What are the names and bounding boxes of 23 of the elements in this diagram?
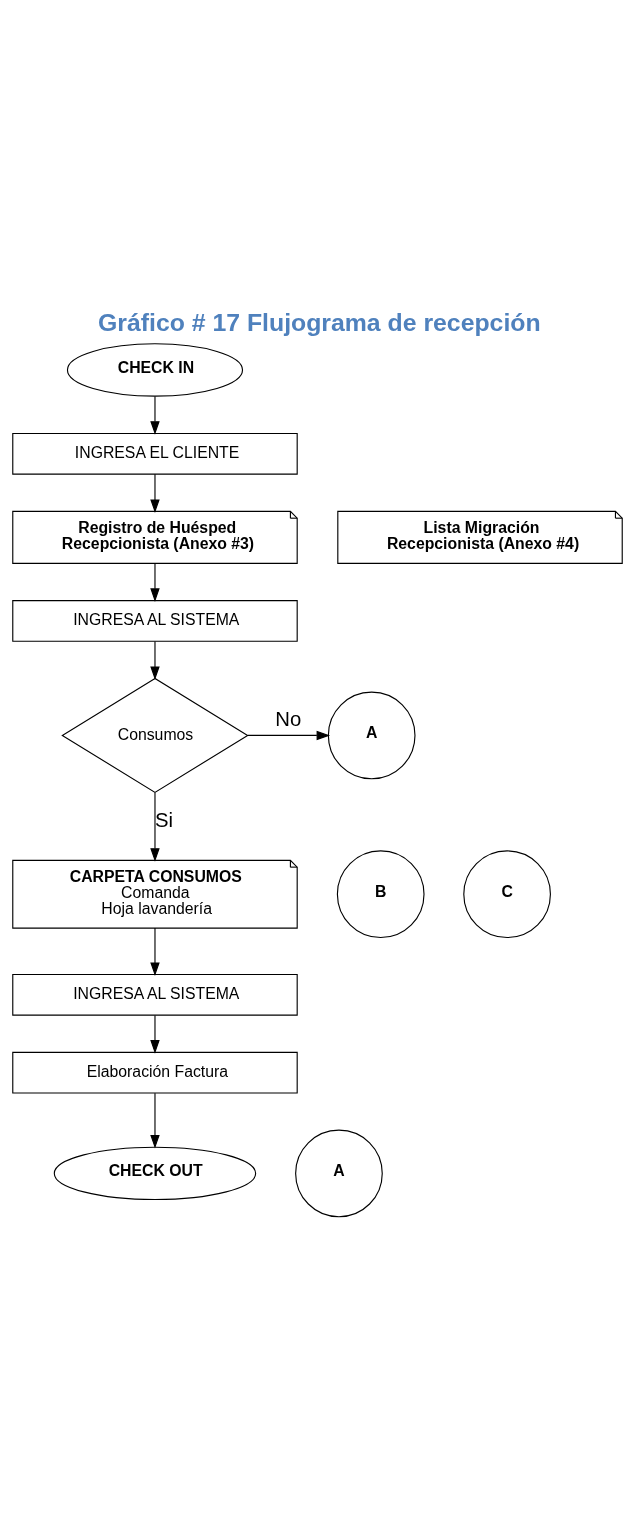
node-box: INGRESA EL CLIENTE bbox=[12, 432, 298, 475]
arrow bbox=[247, 730, 331, 740]
arrow bbox=[150, 640, 160, 680]
node-diamond: Consumos bbox=[61, 677, 249, 793]
arrow bbox=[150, 1014, 160, 1054]
node-ellipse: CHECK IN bbox=[66, 342, 244, 397]
arrow bbox=[150, 473, 160, 513]
node-box: INGRESA AL SISTEMA bbox=[12, 599, 298, 642]
node-circle: B bbox=[336, 849, 425, 938]
node-circle: A bbox=[295, 1129, 383, 1217]
arrow bbox=[150, 562, 160, 602]
node-circle: C bbox=[463, 849, 551, 938]
diagram-title: Gráfico # 17 Flujograma de recepción bbox=[97, 308, 541, 336]
arrow bbox=[150, 1092, 160, 1149]
arrow bbox=[150, 791, 160, 862]
arrow bbox=[150, 395, 160, 435]
node-box: INGRESA AL SISTEMA bbox=[12, 973, 298, 1016]
arrow bbox=[150, 927, 160, 976]
node-box: Elaboración Factura bbox=[12, 1051, 298, 1094]
edge-label: No bbox=[275, 707, 302, 730]
node-ellipse: CHECK OUT bbox=[53, 1146, 257, 1200]
edge-label: Si bbox=[154, 808, 174, 831]
node-circle: A bbox=[327, 691, 416, 779]
